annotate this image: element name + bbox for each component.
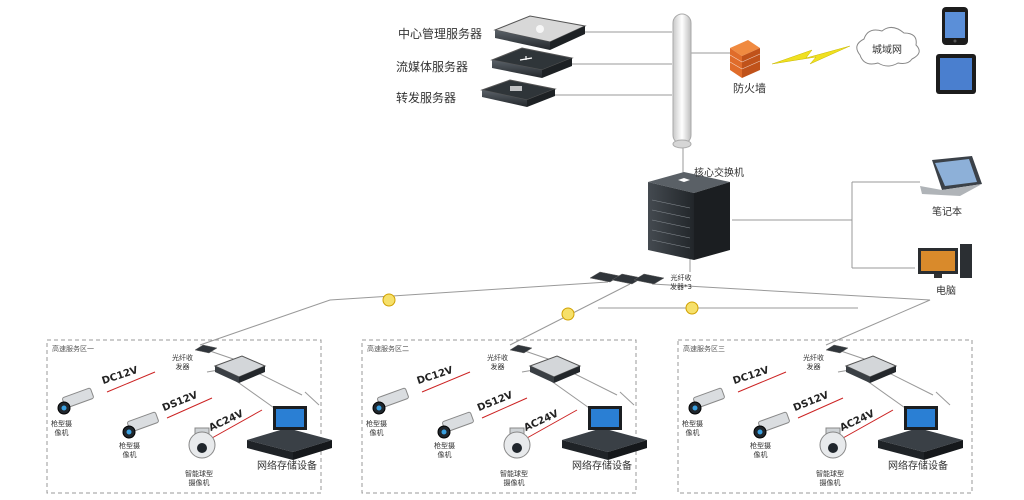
phone-icon (942, 7, 968, 45)
zone-switch-icon (528, 355, 582, 383)
nvr-icon (562, 428, 647, 460)
laptop-label: 笔记本 (932, 207, 962, 218)
zone-transceiver-label: 光纤收 发器 (803, 354, 824, 371)
fiber-transceivers-label: 光纤收 发器*3 (670, 274, 692, 291)
gun-camera-1-icon (372, 387, 409, 415)
zone-transceiver-icon (825, 344, 849, 354)
zone-2 (361, 339, 647, 494)
firewall-label: 防火墙 (733, 82, 766, 95)
nvr-icon (878, 428, 963, 460)
server-center-mgmt (493, 15, 587, 50)
lightning-link-icon (771, 45, 851, 65)
center-mgmt-server-label: 中心管理服务器 (398, 27, 483, 41)
dome-camera-label: 智能球型 摄像机 (185, 470, 213, 487)
dome-camera-icon (819, 427, 847, 459)
zone-1 (46, 339, 332, 494)
zone-switch-icon (213, 355, 267, 383)
gun-camera-1-icon (57, 387, 94, 415)
nvr-label: 网络存储设备 (888, 461, 948, 472)
gun-camera-2-label: 枪型摄 像机 (119, 442, 140, 459)
nvr-icon (247, 428, 332, 460)
wan-label: 城域网 (872, 45, 902, 56)
gun-camera-1-label: 枪型摄 像机 (682, 420, 703, 437)
nvr-label: 网络存储设备 (572, 461, 632, 472)
gun-camera-2-label: 枪型摄 像机 (750, 442, 771, 459)
zone-title: 高速服务区二 (367, 345, 409, 353)
gun-camera-1-label: 枪型摄 像机 (366, 420, 387, 437)
dome-camera-icon (188, 427, 216, 459)
gun-camera-2-icon (753, 411, 790, 439)
tablet-icon (936, 54, 976, 94)
streaming-server-label: 流媒体服务器 (396, 60, 469, 74)
server-forwarding (480, 79, 557, 107)
dome-camera-label: 智能球型 摄像机 (816, 470, 844, 487)
zone-3 (677, 339, 973, 494)
nvr-label: 网络存储设备 (257, 461, 317, 472)
zone-transceiver-icon (509, 344, 533, 354)
zone-transceiver-label: 光纤收 发器 (172, 354, 193, 371)
gun-camera-2-icon (437, 411, 474, 439)
gun-camera-2-icon (122, 411, 159, 439)
fiber-transceivers (589, 271, 665, 285)
zone-switch-icon (844, 355, 898, 383)
core-switch-icon (648, 172, 730, 260)
dome-camera-icon (503, 427, 531, 459)
firewall-icon (729, 40, 761, 78)
zone-title: 高速服务区一 (52, 345, 94, 353)
desktop-pc-icon (918, 244, 972, 278)
gun-camera-2-label: 枪型摄 像机 (434, 442, 455, 459)
zone-transceiver-label: 光纤收 发器 (487, 354, 508, 371)
gun-camera-1-icon (688, 387, 725, 415)
laptop-icon (920, 156, 982, 196)
monitor-icon (273, 406, 307, 430)
monitor-icon (904, 406, 938, 430)
server-streaming (490, 47, 574, 78)
connection-lines (199, 31, 931, 346)
zone-title: 高速服务区三 (683, 345, 725, 353)
dome-camera-label: 智能球型 摄像机 (500, 470, 528, 487)
monitor-icon (588, 406, 622, 430)
pc-label: 电脑 (936, 286, 956, 297)
zone-transceiver-icon (194, 344, 218, 354)
cloud-icon (856, 27, 920, 67)
gun-camera-1-label: 枪型摄 像机 (51, 420, 72, 437)
service-zones (46, 339, 973, 494)
fiber-coil-icons (382, 293, 699, 321)
backbone-pipe (672, 13, 692, 149)
forwarding-server-label: 转发服务器 (396, 91, 457, 105)
core-switch-label: 核心交换机 (694, 168, 744, 179)
